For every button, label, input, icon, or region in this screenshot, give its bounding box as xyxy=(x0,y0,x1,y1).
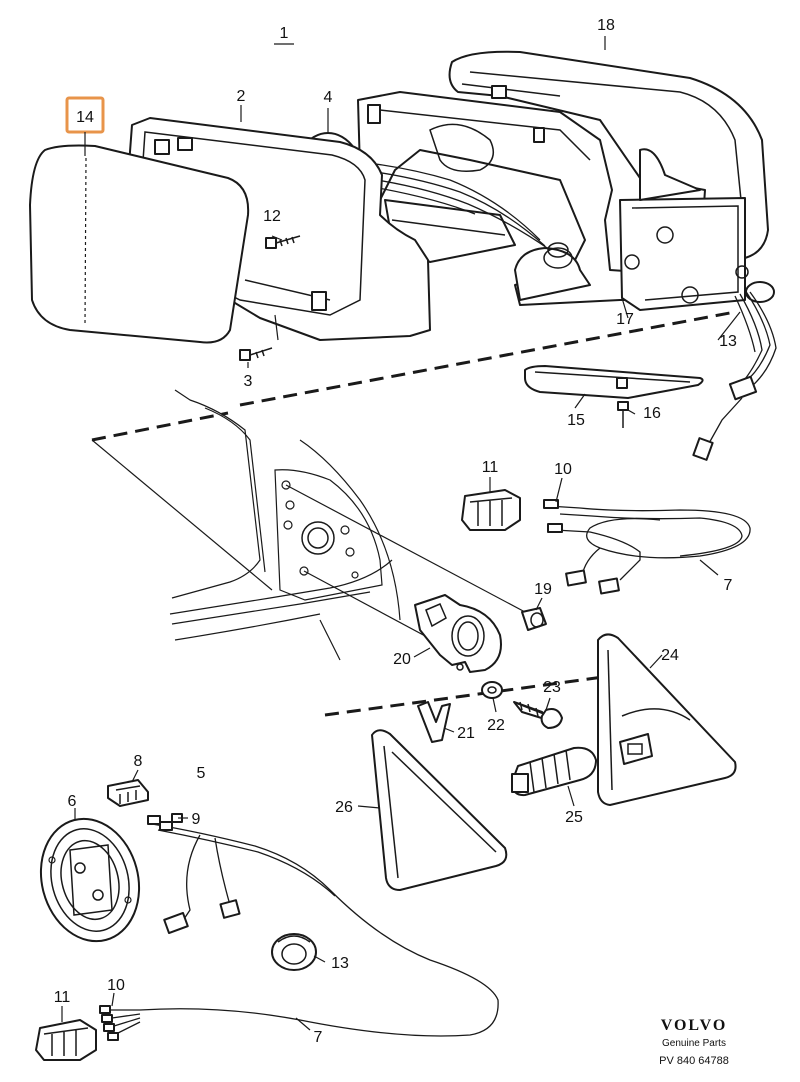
part-5-wire-harness xyxy=(139,813,499,1037)
door-panel-illustration xyxy=(91,389,526,661)
callout-11-upper: 11 xyxy=(482,459,499,476)
callout-labels: 1 2 3 4 5 6 7 7 8 9 10 10 11 11 12 13 13… xyxy=(54,17,737,1046)
part-17-mounting-plate xyxy=(619,148,749,311)
callout-13-upper: 13 xyxy=(719,333,737,350)
callout-15: 15 xyxy=(567,412,585,429)
part-13-grommet-and-cable-upper xyxy=(692,281,777,461)
callout-7-upper: 7 xyxy=(724,577,733,594)
callout-23: 23 xyxy=(543,679,561,696)
brand-subtitle: Genuine Parts xyxy=(662,1038,726,1049)
section-divider-upper xyxy=(239,310,736,407)
brand-block: VOLVO Genuine Parts PV 840 64788 xyxy=(659,1017,729,1067)
callout-22: 22 xyxy=(487,717,505,734)
callout-11-lower: 11 xyxy=(54,989,71,1006)
part-15-cover-plate xyxy=(524,365,704,399)
part-26-inner-trim xyxy=(371,729,508,891)
part-16-screw xyxy=(617,401,629,428)
callout-19: 19 xyxy=(534,581,552,598)
callout-9: 9 xyxy=(192,811,201,828)
part-18-mirror-housing xyxy=(448,50,769,263)
callout-3: 3 xyxy=(244,373,253,390)
part-21-clip xyxy=(417,701,451,743)
callout-10-upper: 10 xyxy=(554,461,572,478)
callout-18: 18 xyxy=(597,17,615,34)
callout-1: 1 xyxy=(280,25,289,42)
part-11-connector-lower xyxy=(35,1019,97,1061)
leader-lines xyxy=(61,36,741,1031)
callout-7-lower: 7 xyxy=(314,1029,323,1046)
part-11-connector-upper xyxy=(461,489,521,531)
callout-21: 21 xyxy=(457,725,475,742)
callout-4: 4 xyxy=(324,89,333,106)
part-13-grommet-lower xyxy=(271,933,317,971)
callout-24: 24 xyxy=(661,647,679,664)
callout-26: 26 xyxy=(335,799,353,816)
callout-6: 6 xyxy=(68,793,77,810)
callout-2: 2 xyxy=(237,88,246,105)
callout-5: 5 xyxy=(197,765,206,782)
callout-14: 14 xyxy=(76,109,94,126)
part-20-mounting-bracket xyxy=(414,594,502,673)
section-divider-upper-left xyxy=(91,411,229,442)
part-12-screw xyxy=(265,235,301,249)
callout-16: 16 xyxy=(643,405,661,422)
callout-8: 8 xyxy=(134,753,143,770)
part-6-motor-unit xyxy=(39,817,141,943)
callout-17: 17 xyxy=(616,311,634,328)
part-diagram-code: PV 840 64788 xyxy=(659,1055,729,1067)
part-7-cable-upper xyxy=(543,499,751,595)
part-14-mirror-glass xyxy=(29,144,250,344)
part-24-sail-cover xyxy=(597,633,737,806)
part-23-bolt xyxy=(513,701,563,729)
callout-13-lower: 13 xyxy=(331,955,349,972)
part-3-screw xyxy=(239,314,279,361)
part-25-rubber-seal xyxy=(511,746,597,797)
part-8-connector xyxy=(107,779,149,807)
callout-12: 12 xyxy=(263,208,281,225)
part-22-washer xyxy=(481,681,503,699)
callout-20: 20 xyxy=(393,651,411,668)
callout-10-lower: 10 xyxy=(107,977,125,994)
part-19-nut xyxy=(521,607,547,631)
callout-25: 25 xyxy=(565,809,583,826)
part-10-terminals-lower xyxy=(99,1005,141,1041)
brand-logo-text: VOLVO xyxy=(661,1017,728,1034)
